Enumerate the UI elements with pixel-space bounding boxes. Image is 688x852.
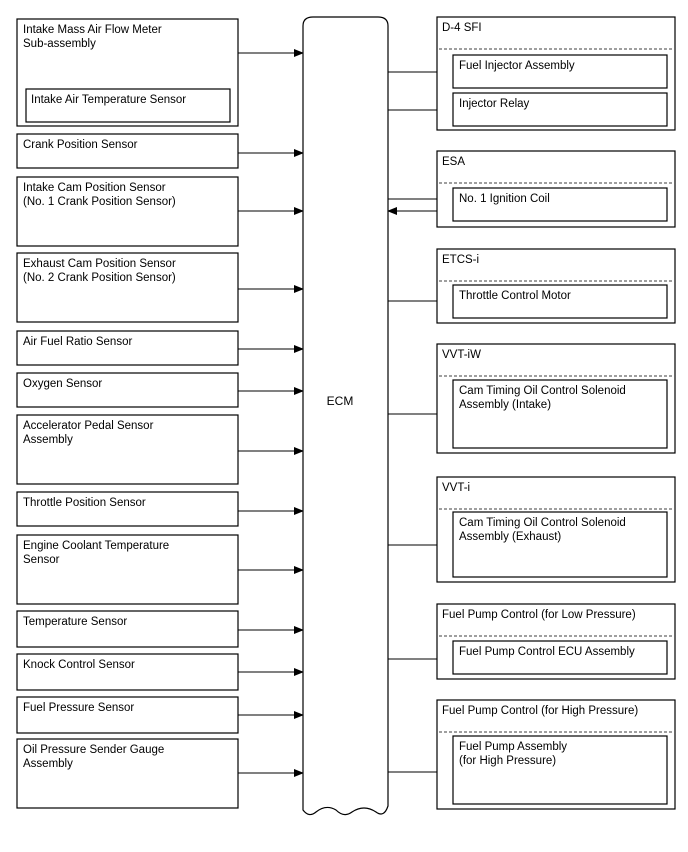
output-etcs-i-title: ETCS-i <box>442 254 479 266</box>
input-oxygen-sensor-label: Oxygen Sensor <box>23 378 102 390</box>
input-intake-cam-position-sensor-label: Intake Cam Position Sensor <box>23 182 166 194</box>
input-oxygen-sensor: Oxygen Sensor <box>16 372 239 408</box>
input-throttle-position-sensor: Throttle Position Sensor <box>16 491 239 527</box>
input-engine-coolant-temperature-label: Engine Coolant Temperature <box>23 540 169 552</box>
input-oil-pressure-sender-gauge-label: Oil Pressure Sender Gauge <box>23 744 164 756</box>
output-fuel-pump-control-for-high-pressure-fuel-pump-assembly-label: (for High Pressure) <box>459 755 556 767</box>
output-vvt-iw: VVT-iW Cam Timing Oil Control SolenoidAss… <box>436 343 676 454</box>
output-fuel-pump-control-for-low-pressure-fuel-pump-control-ecu-assembly-label: Fuel Pump Control ECU Assembly <box>459 646 635 658</box>
output-vvt-i-title: VVT-i <box>442 482 470 494</box>
input-exhaust-cam-position-sensor-box <box>16 252 239 323</box>
input-throttle-position-sensor-box <box>16 491 239 527</box>
input-sensors: Intake Mass Air Flow MeterSub-assemblyIn… <box>16 18 239 809</box>
output-etcs-i-throttle-control-motor-box <box>452 284 668 319</box>
input-crank-position-sensor-label: Crank Position Sensor <box>23 139 138 151</box>
input-fuel-pressure-sensor: Fuel Pressure Sensor <box>16 696 239 734</box>
output-vvt-i-cam-timing-oil-control-solenoid-label: Assembly (Exhaust) <box>459 531 561 543</box>
input-air-fuel-ratio-sensor-box <box>16 330 239 366</box>
output-d-4-sfi-fuel-injector-assembly-box <box>452 54 668 89</box>
output-fuel-pump-control-for-high-pressure-fuel-pump-assembly-box <box>452 735 668 805</box>
input-intake-mass-air-flow-meter-label: Intake Mass Air Flow Meter <box>23 24 162 36</box>
input-air-fuel-ratio-sensor-label: Air Fuel Ratio Sensor <box>23 336 132 348</box>
input-accelerator-pedal-sensor-label: Assembly <box>23 434 73 446</box>
input-knock-control-sensor-label: Knock Control Sensor <box>23 659 135 671</box>
output-d-4-sfi-title: D-4 SFI <box>442 22 482 34</box>
input-intake-mass-air-flow-meter-label: Sub-assembly <box>23 38 96 50</box>
input-intake-cam-position-sensor-label: (No. 1 Crank Position Sensor) <box>23 196 176 208</box>
input-intake-mass-air-flow-meter: Intake Mass Air Flow MeterSub-assemblyIn… <box>16 18 239 127</box>
output-d-4-sfi-fuel-injector-assembly-label: Fuel Injector Assembly <box>459 60 575 72</box>
output-esa-title: ESA <box>442 156 465 168</box>
output-vvt-iw-title: VVT-iW <box>442 349 481 361</box>
input-accelerator-pedal-sensor-box <box>16 414 239 485</box>
output-esa: ESA No. 1 Ignition Coil <box>436 150 676 228</box>
input-fuel-pressure-sensor-box <box>16 696 239 734</box>
output-vvt-iw-cam-timing-oil-control-solenoid-label: Cam Timing Oil Control Solenoid <box>459 385 626 397</box>
input-engine-coolant-temperature-box <box>16 534 239 605</box>
input-oxygen-sensor-box <box>16 372 239 408</box>
input-temperature-sensor-box <box>16 610 239 648</box>
ecm-label: ECM <box>327 394 354 408</box>
output-etcs-i-throttle-control-motor-label: Throttle Control Motor <box>459 290 571 302</box>
input-accelerator-pedal-sensor-label: Accelerator Pedal Sensor <box>23 420 154 432</box>
input-intake-air-temperature-sensor-label: Intake Air Temperature Sensor <box>31 94 186 106</box>
input-crank-position-sensor: Crank Position Sensor <box>16 133 239 169</box>
input-fuel-pressure-sensor-label: Fuel Pressure Sensor <box>23 702 134 714</box>
output-fuel-pump-control-for-low-pressure: Fuel Pump Control (for Low Pressure) Fuel… <box>436 603 676 680</box>
ecm-body <box>302 16 389 816</box>
input-knock-control-sensor-box <box>16 653 239 691</box>
output-vvt-i-cam-timing-oil-control-solenoid-label: Cam Timing Oil Control Solenoid <box>459 517 626 529</box>
input-oil-pressure-sender-gauge-box <box>16 738 239 809</box>
input-oil-pressure-sender-gauge-label: Assembly <box>23 758 73 770</box>
output-esa-no-1-ignition-coil-label: No. 1 Ignition Coil <box>459 193 550 205</box>
output-d-4-sfi-injector-relay-label: Injector Relay <box>459 98 530 110</box>
input-air-fuel-ratio-sensor: Air Fuel Ratio Sensor <box>16 330 239 366</box>
output-fuel-pump-control-for-low-pressure-fuel-pump-control-ecu-assembly-box <box>452 640 668 675</box>
input-exhaust-cam-position-sensor-label: (No. 2 Crank Position Sensor) <box>23 272 176 284</box>
output-vvt-i-cam-timing-oil-control-solenoid-box <box>452 511 668 578</box>
output-vvt-iw-cam-timing-oil-control-solenoid-label: Assembly (Intake) <box>459 399 551 411</box>
input-engine-coolant-temperature-label: Sensor <box>23 554 60 566</box>
input-exhaust-cam-position-sensor-label: Exhaust Cam Position Sensor <box>23 258 176 270</box>
output-fuel-pump-control-for-high-pressure: Fuel Pump Control (for High Pressure) Fue… <box>436 699 676 810</box>
output-fuel-pump-control-for-high-pressure-fuel-pump-assembly-label: Fuel Pump Assembly <box>459 741 567 753</box>
input-throttle-position-sensor-label: Throttle Position Sensor <box>23 497 146 509</box>
input-intake-cam-position-sensor-box <box>16 176 239 247</box>
input-intake-air-temperature-sensor-box <box>25 88 231 123</box>
ecm-unit: ECM <box>302 16 389 816</box>
input-exhaust-cam-position-sensor: Exhaust Cam Position Sensor (No. 2 Crank … <box>16 252 239 323</box>
input-temperature-sensor-label: Temperature Sensor <box>23 616 127 628</box>
input-temperature-sensor: Temperature Sensor <box>16 610 239 648</box>
output-fuel-pump-control-for-low-pressure-title: Fuel Pump Control (for Low Pressure) <box>442 609 636 621</box>
output-d-4-sfi-injector-relay-box <box>452 92 668 127</box>
input-crank-position-sensor-box <box>16 133 239 169</box>
input-intake-cam-position-sensor: Intake Cam Position Sensor (No. 1 Crank P… <box>16 176 239 247</box>
input-knock-control-sensor: Knock Control Sensor <box>16 653 239 691</box>
output-esa-no-1-ignition-coil-box <box>452 187 668 222</box>
output-vvt-iw-cam-timing-oil-control-solenoid-box <box>452 379 668 449</box>
output-fuel-pump-control-for-high-pressure-title: Fuel Pump Control (for High Pressure) <box>442 705 638 717</box>
